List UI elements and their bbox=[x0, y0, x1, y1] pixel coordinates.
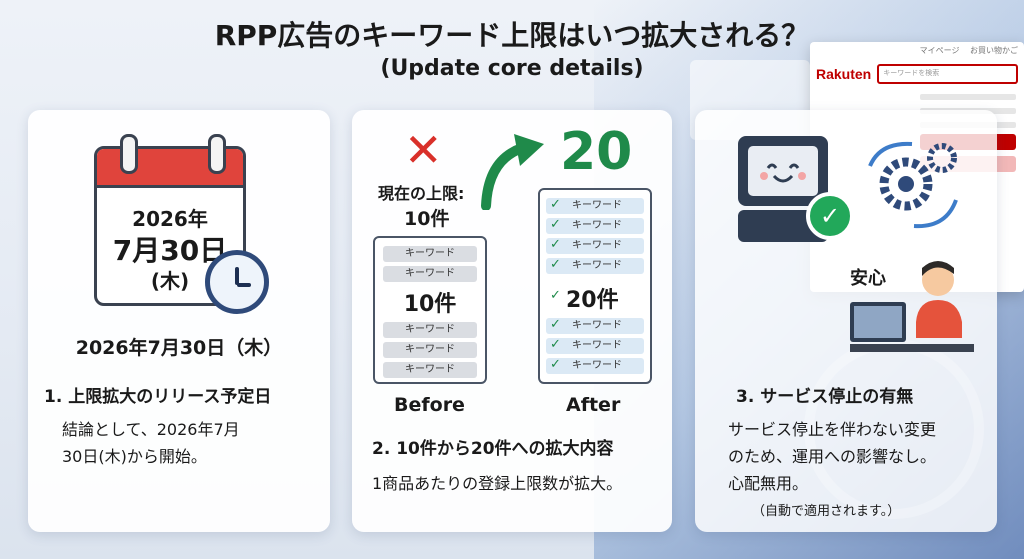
after-label: After bbox=[566, 394, 621, 416]
release-body-line: 結論として、2026年7月 bbox=[62, 420, 240, 439]
after-keyword-list: キーワード ✓ キーワード ✓ キーワード ✓ キーワード ✓ ✓ 20件 キー… bbox=[538, 188, 652, 384]
page-title: RPP広告のキーワード上限はいつ拡大される？ bbox=[214, 19, 810, 52]
current-limit-value: 10件 bbox=[404, 208, 450, 230]
keyword-item: キーワード bbox=[546, 238, 644, 254]
clock-minute-hand bbox=[237, 283, 251, 287]
after-count: 20件 bbox=[566, 288, 619, 313]
relief-label: 安心 bbox=[850, 268, 886, 289]
increase-arrow-icon bbox=[481, 134, 544, 210]
server-body bbox=[738, 136, 828, 206]
keyword-item: キーワード bbox=[546, 198, 644, 214]
service-body-line: のため、運用への影響なし。 bbox=[728, 447, 937, 466]
expansion-body: 1商品あたりの登録上限数が拡大。 bbox=[372, 474, 623, 493]
release-heading: 1. 上限拡大のリリース予定日 bbox=[44, 387, 272, 407]
smile-icon bbox=[760, 163, 806, 183]
release-body-line: 30日(木)から開始。 bbox=[62, 447, 207, 466]
person-at-computer-icon bbox=[850, 258, 974, 358]
check-icon: ✓ bbox=[550, 217, 561, 232]
calendar-ring bbox=[120, 134, 138, 174]
keyword-item: キーワード bbox=[546, 358, 644, 374]
keyword-item: キーワード bbox=[383, 322, 477, 338]
shop-search-input: キーワードを検索 bbox=[877, 64, 1018, 84]
before-keyword-list: キーワード キーワード 10件 キーワード キーワード キーワード bbox=[373, 236, 487, 384]
keyword-item: キーワード bbox=[546, 338, 644, 354]
keyword-item: キーワード bbox=[383, 246, 477, 262]
clock-icon bbox=[205, 250, 269, 314]
server-face bbox=[748, 146, 818, 196]
calendar-weekday: (木) bbox=[150, 269, 190, 293]
gears-sync-icon bbox=[868, 141, 958, 229]
service-body-line: 心配無用。 bbox=[728, 474, 809, 493]
keyword-item: キーワード bbox=[383, 342, 477, 358]
keyword-item: キーワード bbox=[546, 218, 644, 234]
check-circle-icon: ✓ bbox=[806, 192, 854, 240]
shop-top-links: マイページ お買い物かご bbox=[919, 46, 1018, 55]
keyword-item: キーワード bbox=[383, 266, 477, 282]
shop-header: Rakuten キーワードを検索 bbox=[810, 62, 1024, 86]
check-icon: ✓ bbox=[550, 197, 561, 212]
calendar-date: 7月30日 bbox=[112, 234, 228, 267]
check-icon: ✓ bbox=[550, 357, 561, 372]
check-icon: ✓ bbox=[550, 257, 561, 272]
shop-text-line bbox=[920, 94, 1016, 100]
check-icon: ✓ bbox=[550, 288, 561, 303]
server-icon bbox=[738, 136, 828, 242]
page-subtitle: (Update core details) bbox=[380, 56, 644, 81]
service-heading: 3. サービス停止の有無 bbox=[736, 387, 914, 407]
clock-hour-hand bbox=[235, 267, 239, 285]
check-icon: ✓ bbox=[550, 337, 561, 352]
cross-icon: ✕ bbox=[404, 123, 443, 177]
shop-logo: Rakuten bbox=[816, 66, 872, 82]
calendar-year: 2026年 bbox=[132, 207, 208, 231]
service-note: （自動で適用されます。） bbox=[752, 504, 901, 519]
keyword-item: キーワード bbox=[383, 362, 477, 378]
before-count: 10件 bbox=[403, 292, 457, 317]
calendar-ring bbox=[208, 134, 226, 174]
check-icon: ✓ bbox=[550, 237, 561, 252]
before-label: Before bbox=[394, 394, 465, 416]
check-icon: ✓ bbox=[550, 317, 561, 332]
keyword-item: キーワード bbox=[546, 318, 644, 334]
current-limit-label: 現在の上限: bbox=[378, 184, 465, 203]
new-limit-value: 20 bbox=[560, 122, 633, 182]
expansion-heading: 2. 10件から20件への拡大内容 bbox=[372, 439, 614, 459]
service-body-line: サービス停止を伴わない変更 bbox=[728, 420, 937, 439]
keyword-item: キーワード bbox=[546, 258, 644, 274]
release-date: 2026年7月30日（木） bbox=[75, 337, 283, 359]
